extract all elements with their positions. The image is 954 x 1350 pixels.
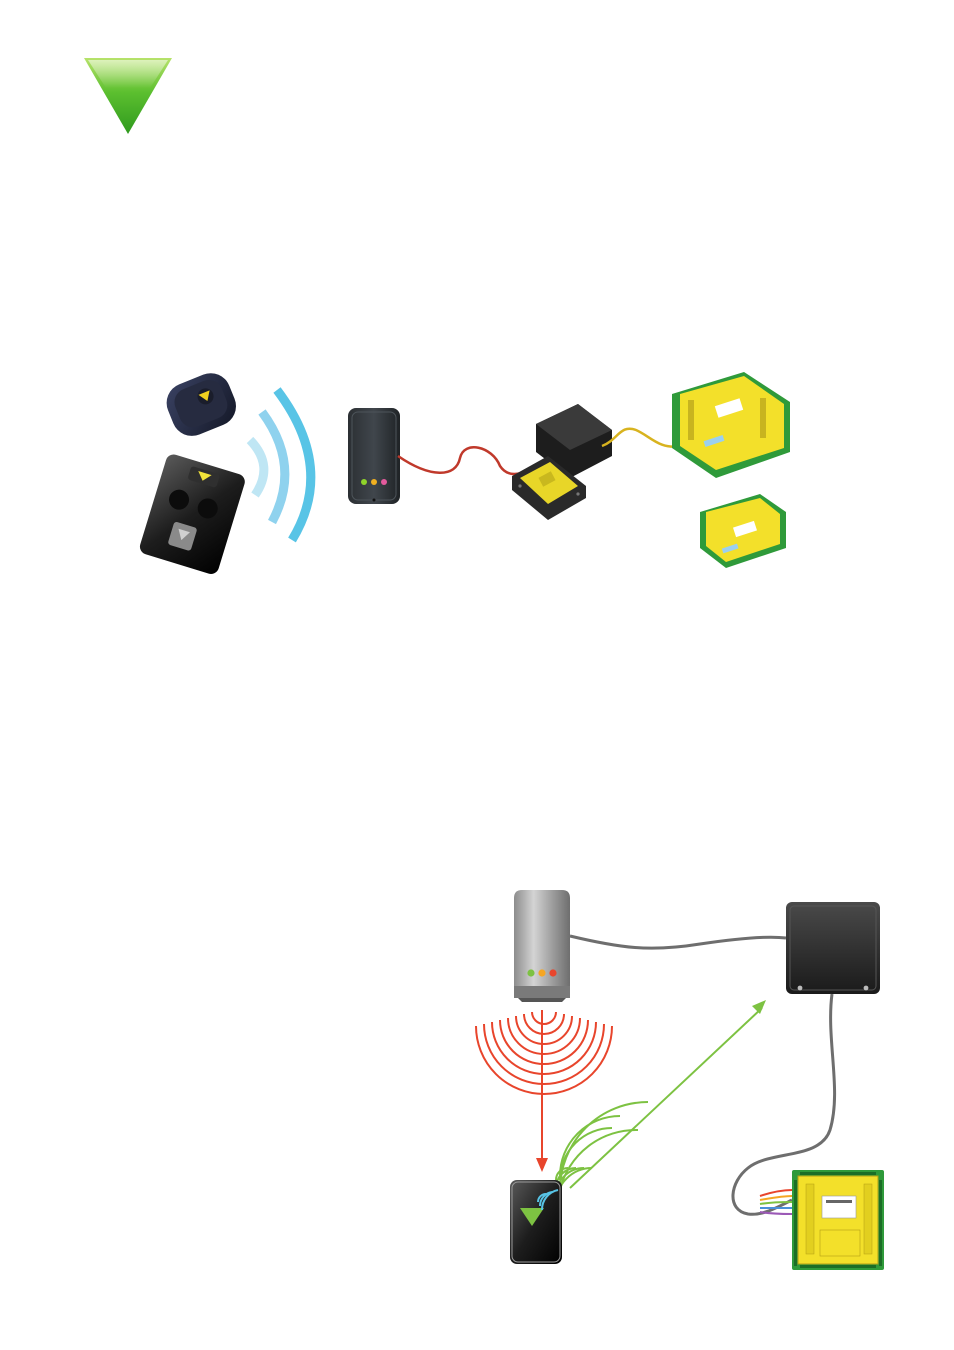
reader-to-box-cable [570,936,786,948]
tag-signal-waves-icon [556,1102,648,1204]
controller-board-icon [792,1170,884,1270]
reader-icon [514,890,570,1002]
receiver-box-icon [786,902,880,994]
transmitter-tag-icon [510,1180,562,1264]
reader-signal-waves-icon [476,1012,612,1094]
tag-signal-arrow [570,1000,766,1188]
controller-wires [760,1190,792,1214]
